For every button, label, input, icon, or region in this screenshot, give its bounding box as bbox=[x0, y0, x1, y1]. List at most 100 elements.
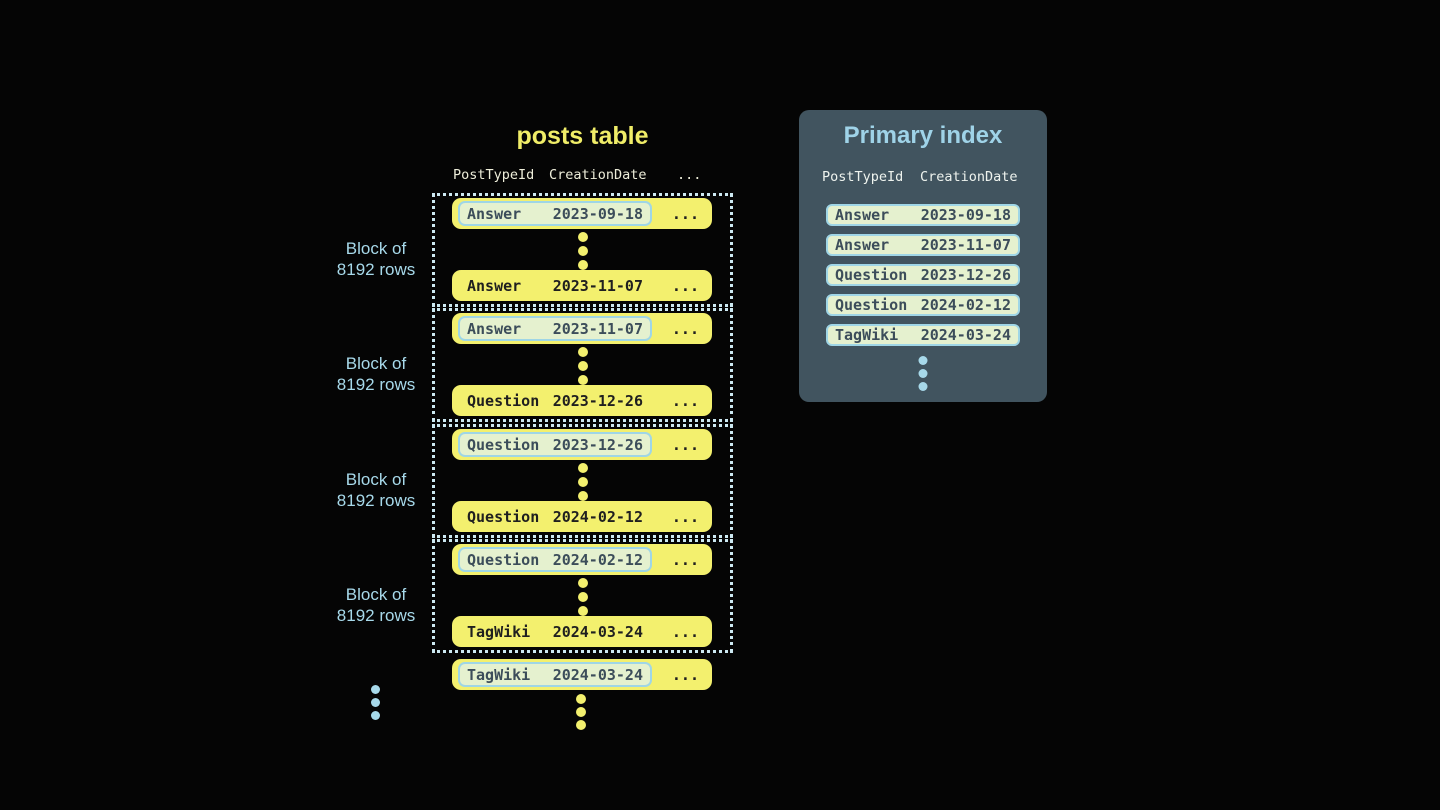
dot-icon bbox=[371, 698, 380, 707]
ellipsis-dots-vertical bbox=[577, 578, 588, 616]
block-label-3: Block of 8192 rows bbox=[318, 469, 434, 511]
creation-date-value: 2023-12-26 bbox=[920, 266, 1011, 284]
row-values: Answer 2023-11-07 bbox=[458, 273, 652, 298]
post-type-value: TagWiki bbox=[467, 622, 531, 641]
index-entry: TagWiki 2024-03-24 bbox=[826, 324, 1020, 346]
dot-icon bbox=[577, 232, 588, 242]
creation-date-value: 2023-11-07 bbox=[920, 236, 1011, 254]
block-label-line2: 8192 rows bbox=[336, 375, 416, 394]
primary-index-panel: Primary index PostTypeId CreationDate An… bbox=[799, 110, 1047, 402]
row-ellipsis: ... bbox=[671, 507, 699, 526]
dot-icon bbox=[576, 720, 586, 730]
dot-icon bbox=[918, 369, 928, 378]
post-type-value: Question bbox=[467, 435, 540, 454]
column-header-posttypeid: PostTypeId bbox=[822, 169, 904, 185]
table-row: Question 2024-02-12 ... bbox=[452, 544, 712, 575]
table-row: Question 2024-02-12 ... bbox=[452, 501, 712, 532]
indexed-row-highlight: Answer 2023-09-18 bbox=[458, 201, 652, 226]
dot-icon bbox=[918, 356, 928, 365]
indexed-row-highlight: TagWiki 2024-03-24 bbox=[458, 662, 652, 687]
post-type-value: Answer bbox=[467, 204, 522, 223]
rows-block-1: Answer 2023-09-18 ... Answer 2023-11-07 … bbox=[432, 193, 733, 307]
posts-table-column-headers: PostTypeId CreationDate ... bbox=[432, 167, 733, 185]
ellipsis-dots-vertical bbox=[577, 232, 588, 270]
index-entry: Answer 2023-09-18 bbox=[826, 204, 1020, 226]
block-label-line1: Block of bbox=[345, 354, 407, 373]
column-header-creationdate: CreationDate bbox=[920, 169, 1018, 185]
block-label-line1: Block of bbox=[345, 470, 407, 489]
dot-icon bbox=[577, 491, 588, 501]
column-header-posttypeid: PostTypeId bbox=[453, 167, 535, 183]
post-type-value: Question bbox=[467, 550, 540, 569]
index-entry: Answer 2023-11-07 bbox=[826, 234, 1020, 256]
rows-block-2: Answer 2023-11-07 ... Question 2023-12-2… bbox=[432, 308, 733, 422]
row-ellipsis: ... bbox=[671, 550, 699, 569]
creation-date-value: 2023-12-26 bbox=[552, 435, 643, 454]
dot-icon bbox=[577, 347, 588, 357]
row-ellipsis: ... bbox=[671, 276, 699, 295]
creation-date-value: 2024-03-24 bbox=[552, 622, 643, 641]
post-type-value: Answer bbox=[835, 236, 890, 254]
dot-icon bbox=[577, 477, 588, 487]
rows-block-4: Question 2024-02-12 ... TagWiki 2024-03-… bbox=[432, 539, 733, 653]
creation-date-value: 2023-11-07 bbox=[552, 319, 643, 338]
creation-date-value: 2024-02-12 bbox=[552, 507, 643, 526]
table-row: TagWiki 2024-03-24 ... bbox=[452, 616, 712, 647]
more-rows-dots bbox=[576, 694, 586, 730]
index-entry: Question 2023-12-26 bbox=[826, 264, 1020, 286]
dot-icon bbox=[577, 375, 588, 385]
ellipsis-dots-vertical bbox=[577, 463, 588, 501]
creation-date-value: 2023-11-07 bbox=[552, 276, 643, 295]
dot-icon bbox=[576, 694, 586, 704]
dot-icon bbox=[371, 685, 380, 694]
dot-icon bbox=[577, 361, 588, 371]
row-ellipsis: ... bbox=[671, 391, 699, 410]
post-type-value: Question bbox=[467, 391, 540, 410]
post-type-value: TagWiki bbox=[467, 665, 531, 684]
indexed-row-highlight: Answer 2023-11-07 bbox=[458, 316, 652, 341]
creation-date-value: 2024-03-24 bbox=[552, 665, 643, 684]
dot-icon bbox=[577, 260, 588, 270]
dot-icon bbox=[577, 246, 588, 256]
row-ellipsis: ... bbox=[671, 622, 699, 641]
creation-date-value: 2023-09-18 bbox=[552, 204, 643, 223]
table-row: Question 2023-12-26 ... bbox=[452, 429, 712, 460]
table-row: Answer 2023-11-07 ... bbox=[452, 313, 712, 344]
column-header-ellipsis: ... bbox=[677, 167, 702, 183]
block-label-line2: 8192 rows bbox=[336, 491, 416, 510]
creation-date-value: 2024-02-12 bbox=[552, 550, 643, 569]
block-label-2: Block of 8192 rows bbox=[318, 353, 434, 395]
post-type-value: Question bbox=[467, 507, 540, 526]
table-row: Answer 2023-11-07 ... bbox=[452, 270, 712, 301]
table-row: TagWiki 2024-03-24 ... bbox=[452, 659, 712, 690]
dot-icon bbox=[371, 711, 380, 720]
indexed-row-highlight: Question 2023-12-26 bbox=[458, 432, 652, 457]
block-label-line2: 8192 rows bbox=[336, 260, 416, 279]
post-type-value: Answer bbox=[467, 319, 522, 338]
table-row: Answer 2023-09-18 ... bbox=[452, 198, 712, 229]
block-label-line1: Block of bbox=[345, 239, 407, 258]
more-blocks-dots bbox=[371, 685, 380, 720]
indexed-row-highlight: Question 2024-02-12 bbox=[458, 547, 652, 572]
post-type-value: Answer bbox=[835, 206, 890, 224]
row-ellipsis: ... bbox=[671, 319, 699, 338]
block-label-line1: Block of bbox=[345, 585, 407, 604]
table-row: Question 2023-12-26 ... bbox=[452, 385, 712, 416]
post-type-value: Question bbox=[835, 266, 908, 284]
creation-date-value: 2024-02-12 bbox=[920, 296, 1011, 314]
row-values: TagWiki 2024-03-24 bbox=[458, 619, 652, 644]
row-ellipsis: ... bbox=[671, 204, 699, 223]
creation-date-value: 2023-09-18 bbox=[920, 206, 1011, 224]
post-type-value: TagWiki bbox=[835, 326, 899, 344]
dot-icon bbox=[576, 707, 586, 717]
row-values: Question 2023-12-26 bbox=[458, 388, 652, 413]
rows-block-3: Question 2023-12-26 ... Question 2024-02… bbox=[432, 424, 733, 538]
row-ellipsis: ... bbox=[671, 665, 699, 684]
primary-index-title: Primary index bbox=[843, 122, 1003, 149]
column-header-creationdate: CreationDate bbox=[549, 167, 647, 183]
posts-table-title: posts table bbox=[516, 122, 649, 150]
dot-icon bbox=[577, 463, 588, 473]
creation-date-value: 2023-12-26 bbox=[552, 391, 643, 410]
dot-icon bbox=[918, 382, 928, 391]
